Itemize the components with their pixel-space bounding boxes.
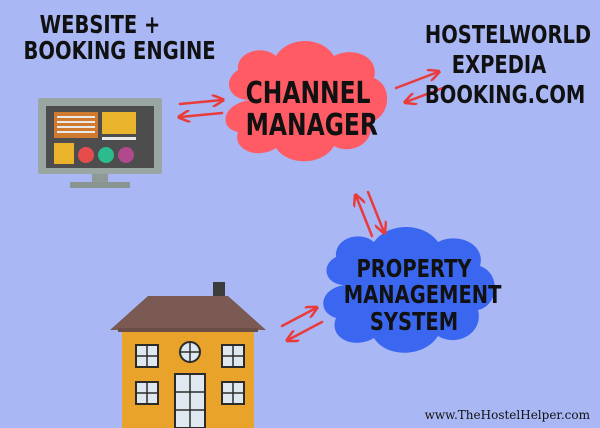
two-way-arrow-icon — [180, 100, 222, 117]
label-line: BOOKING ENGINE — [23, 36, 216, 66]
label-line: PROPERTY — [356, 254, 472, 283]
label-line: MANAGER — [245, 107, 378, 143]
label-line: WEBSITE + — [39, 10, 161, 39]
ota-hostelworld: HOSTELWORLD — [424, 20, 592, 49]
channel-manager-label: CHANNEL MANAGER — [245, 76, 378, 143]
computer-monitor-icon — [38, 98, 162, 188]
pms-cloud — [323, 227, 495, 353]
two-way-arrow-icon — [280, 308, 324, 340]
two-way-arrow-icon — [394, 72, 450, 102]
label-line: SYSTEM — [369, 306, 459, 336]
label-line: MANAGEMENT — [343, 280, 502, 310]
ota-expedia: EXPEDIA — [451, 50, 547, 79]
ota-booking-com: BOOKING.COM — [424, 80, 586, 109]
website-booking-engine-label: WEBSITE + BOOKING ENGINE — [23, 10, 216, 66]
house-icon — [110, 282, 266, 428]
channel-manager-cloud — [225, 41, 388, 162]
label-line: CHANNEL — [245, 76, 371, 111]
two-way-arrow-icon — [356, 190, 384, 238]
ota-list-label: HOSTELWORLD EXPEDIA BOOKING.COM — [424, 20, 592, 110]
site-credit: www.TheHostelHelper.com — [424, 408, 590, 422]
pms-label: PROPERTY MANAGEMENT SYSTEM — [343, 254, 502, 336]
